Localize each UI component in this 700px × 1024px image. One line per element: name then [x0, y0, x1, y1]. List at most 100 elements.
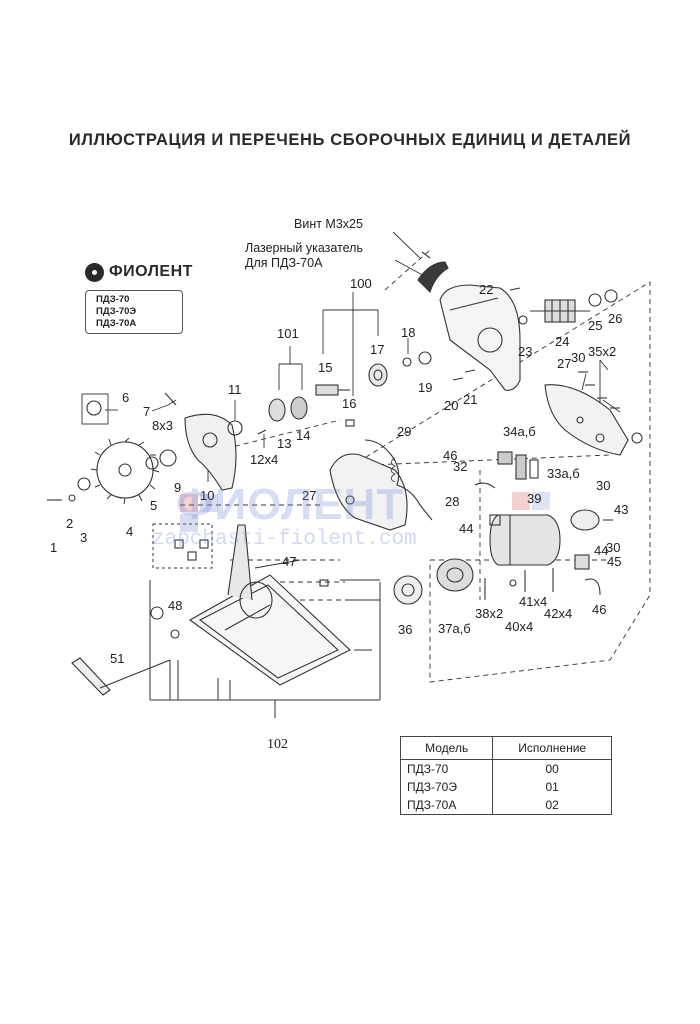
part-label: 33а,б — [547, 466, 580, 481]
part-label: 46 — [443, 448, 457, 463]
handle-body-27 — [329, 453, 408, 531]
part-label: 14 — [296, 428, 310, 443]
ring-18 — [402, 357, 412, 367]
brand-logo-icon — [85, 263, 104, 282]
part-label: 8х3 — [152, 418, 173, 433]
part-label: 35х2 — [588, 344, 616, 359]
nuts-102 — [174, 539, 209, 561]
brand-name: ФИОЛЕНТ — [109, 263, 193, 280]
part-label: 27 — [557, 356, 571, 371]
part-label: 1 — [50, 540, 57, 555]
table-header-model: Модель — [399, 736, 494, 760]
assembly-102-bracket — [149, 523, 381, 718]
part-label: 7 — [143, 404, 150, 419]
laser-annotation-line2: Для ПДЗ-70А — [245, 256, 323, 270]
part-label: 30 — [571, 350, 585, 365]
part-label: 5 — [150, 498, 157, 513]
screw-20 — [452, 377, 464, 381]
table-cell-model: ПДЗ-70А — [399, 796, 494, 815]
armature-24 — [530, 299, 590, 323]
table-row: ПДЗ-70Э 01 — [399, 778, 612, 796]
model-line: ПДЗ-70А — [96, 318, 137, 329]
screw-annotation: Винт М3х25 — [294, 217, 363, 231]
part-label: 30 — [606, 540, 620, 555]
flange-9 — [159, 449, 177, 467]
part-label: 13 — [277, 436, 291, 451]
flange-3 — [77, 477, 91, 491]
part-label: 45 — [607, 554, 621, 569]
motor-housing-39 — [489, 514, 561, 566]
bearing-13-14 — [268, 396, 308, 422]
part-label: 40х4 — [505, 619, 533, 634]
switch-32-34 — [497, 451, 539, 480]
washer-11 — [227, 420, 243, 436]
table-header-version: Исполнение — [492, 736, 612, 760]
end-cap-43 — [570, 509, 600, 531]
part-label: 47 — [282, 554, 296, 569]
cable-46 — [474, 482, 496, 489]
part-label: 10 — [200, 488, 214, 503]
part-label: 51 — [110, 651, 124, 666]
screw-21 — [464, 369, 476, 373]
saw-blade-4 — [90, 437, 160, 505]
part-label: 11 — [228, 382, 242, 397]
part-label: 39 — [527, 491, 541, 506]
depth-scale-47 — [254, 559, 329, 587]
motor-housing-cover-22 — [439, 284, 521, 391]
part-label: 19 — [418, 380, 432, 395]
part-label: 41х4 — [519, 594, 547, 609]
part-label: 17 — [370, 342, 384, 357]
part-label: 22 — [479, 282, 493, 297]
model-line: ПДЗ-70 — [96, 294, 130, 305]
fan-36 — [393, 575, 423, 605]
spindle-gear-17 — [368, 363, 388, 387]
part-label: 34а,б — [503, 424, 536, 439]
part-label: 15 — [318, 360, 332, 375]
part-label: 27 — [302, 488, 316, 503]
shaft-15 — [315, 384, 350, 396]
part-label: 6 — [122, 390, 129, 405]
rip-fence-51 — [71, 657, 171, 696]
screws-30-35 — [578, 371, 620, 521]
flange-5 — [145, 456, 159, 470]
bearing-26 — [604, 289, 618, 303]
part-label: 28 — [445, 494, 459, 509]
base-plate-102 — [188, 524, 351, 686]
exploded-view-diagram: Винт М3х25 Лазерный указатель Для ПДЗ-70… — [47, 217, 651, 752]
washer-2 — [68, 494, 76, 502]
model-version-table: Модель Исполнение ПДЗ-70 00 ПДЗ-70Э 01 П… — [399, 736, 612, 815]
part-label: 24 — [555, 334, 569, 349]
part-label: 4 — [126, 524, 133, 539]
plug-30 — [631, 432, 643, 444]
laser-pointer-part — [417, 251, 449, 294]
part-label: 21 — [463, 392, 477, 407]
part-label: 16 — [342, 396, 356, 411]
table-row: ПДЗ-70А 02 — [399, 796, 612, 815]
key-16 — [345, 419, 355, 427]
part-label: 26 — [608, 311, 622, 326]
power-cord-29 — [364, 439, 433, 521]
lower-guard-10 — [184, 413, 237, 491]
part-label: 38х2 — [475, 606, 503, 621]
washer-40 — [509, 579, 517, 587]
brand-logo-block: ФИОЛЕНТ ПДЗ-70 ПДЗ-70Э ПДЗ-70А — [85, 260, 192, 336]
part-label: 46 — [592, 602, 606, 617]
part-label: 44 — [459, 521, 473, 536]
part-label: 44 — [594, 543, 608, 558]
table-cell-model: ПДЗ-70 — [399, 759, 494, 778]
stator-37 — [436, 558, 474, 592]
model-line: ПДЗ-70Э — [96, 306, 137, 317]
bearing-19 — [418, 351, 432, 365]
part-label-102: 102 — [267, 737, 288, 752]
part-label: 37а,б — [438, 621, 471, 636]
part-label: 3 — [80, 530, 87, 545]
laser-annotation-line1: Лазерный указатель — [245, 241, 363, 255]
table-row: ПДЗ-70 00 — [399, 759, 612, 778]
part-label: 25 — [588, 318, 602, 333]
bearing-25 — [588, 293, 602, 307]
model-list-box: ПДЗ-70 ПДЗ-70Э ПДЗ-70А — [85, 290, 183, 334]
part-label: 29 — [397, 424, 411, 439]
leader-lines — [105, 231, 621, 482]
washer-6 — [86, 400, 102, 416]
